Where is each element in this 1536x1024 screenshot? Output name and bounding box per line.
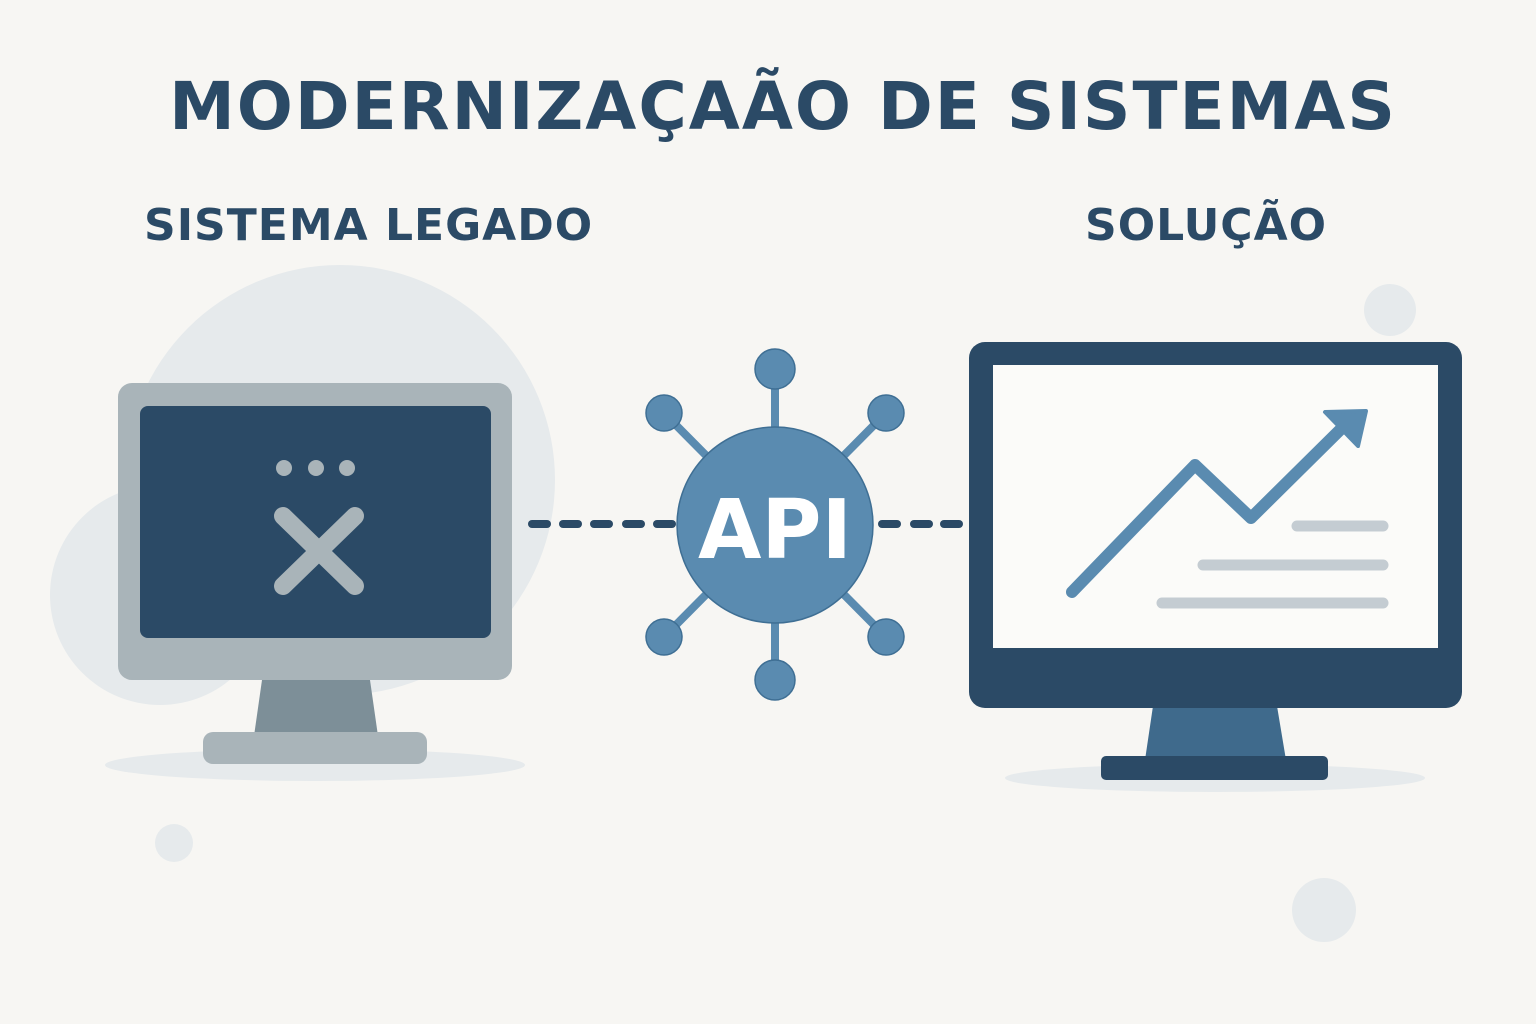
decorative-circle-icon (1292, 878, 1356, 942)
api-label: API (698, 483, 852, 578)
growth-chart-icon (1066, 409, 1368, 598)
decorative-circle-icon (1364, 284, 1416, 336)
api-hub-icon: API (645, 348, 905, 701)
legacy-system-label: SISTEMA LEGADO (144, 200, 594, 251)
close-x-icon (274, 507, 364, 595)
text-lines-icon (1156, 520, 1389, 609)
solution-label: SOLUÇÃO (1085, 200, 1328, 251)
modern-monitor-icon (969, 342, 1462, 780)
legacy-monitor-icon (118, 383, 512, 764)
decorative-circle-icon (155, 824, 193, 862)
ellipsis-icon (276, 460, 355, 476)
page-title: MODERNIZAÇAÃO DE SISTEMAS (169, 68, 1397, 145)
